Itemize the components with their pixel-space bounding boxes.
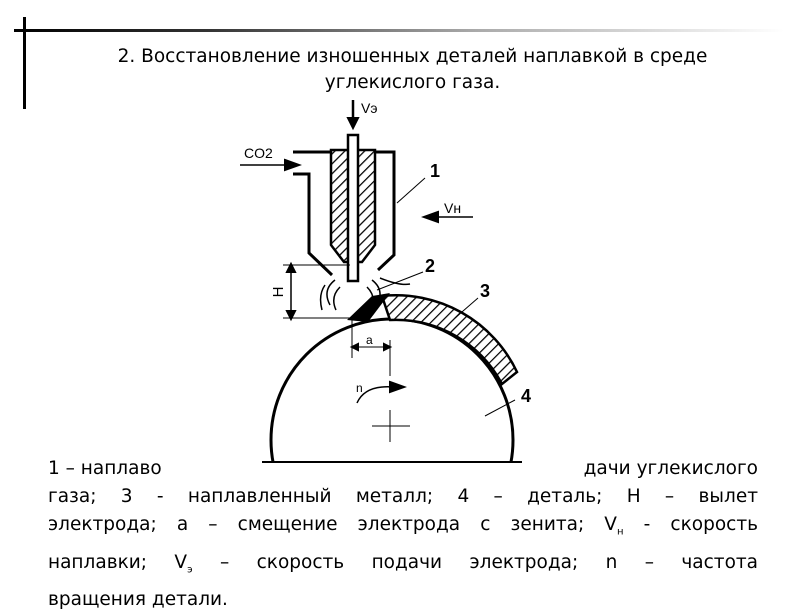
deposited-layer [380, 294, 519, 386]
slide-decor-vertical-line [23, 17, 26, 109]
caption-line-2: газа; 3 - наплавленный металл; 4 – детал… [48, 486, 758, 507]
caption-line-3: электрода; а – смещение электрода с зени… [48, 511, 758, 547]
caption-line-1: 1 – наплаво дачи углекислого [48, 455, 758, 483]
nozzle-right-wall [375, 150, 396, 272]
label-a: a [366, 333, 373, 347]
caption-line-1-start: 1 – наплаво [48, 458, 162, 479]
weld-pool [347, 293, 390, 322]
label-h: H [270, 287, 287, 298]
caption-line-3b: - скорость [623, 514, 759, 535]
caption-line-4a: наплавки; V [48, 551, 188, 573]
caption-line-4: наплавки; Vэ – скорость подачи электрода… [48, 547, 758, 587]
caption-line-4b: – скорость подачи электрода; n – частота [192, 551, 759, 573]
caption-line-1-end: дачи углекислого [583, 458, 758, 479]
caption-line-3a: электрода; а – смещение электрода с зени… [48, 514, 617, 535]
label-2: 2 [425, 256, 435, 276]
caption-sub-n: н [616, 526, 624, 538]
label-1: 1 [430, 161, 440, 181]
label-n: n [356, 381, 363, 395]
label-3: 3 [480, 281, 490, 301]
label-4: 4 [521, 386, 531, 406]
label-co2: CO2 [244, 145, 273, 161]
title-line-1: 2. Восстановление изношенных деталей нап… [117, 46, 708, 67]
slide-decor-horizontal-line [14, 29, 784, 32]
nozzle-left-wall [293, 172, 334, 277]
slide-title: 2. Восстановление изношенных деталей нап… [50, 44, 775, 96]
electrode [346, 133, 360, 283]
label-electrode-speed: Vэ [361, 100, 377, 116]
title-line-2: углекислого газа. [324, 72, 501, 93]
caption-sub-e: э [187, 564, 193, 576]
label-surfacing-speed: Vн [444, 200, 461, 216]
surfacing-diagram: Vэ CO2 Vн 1 2 3 4 H a n [240, 100, 532, 463]
